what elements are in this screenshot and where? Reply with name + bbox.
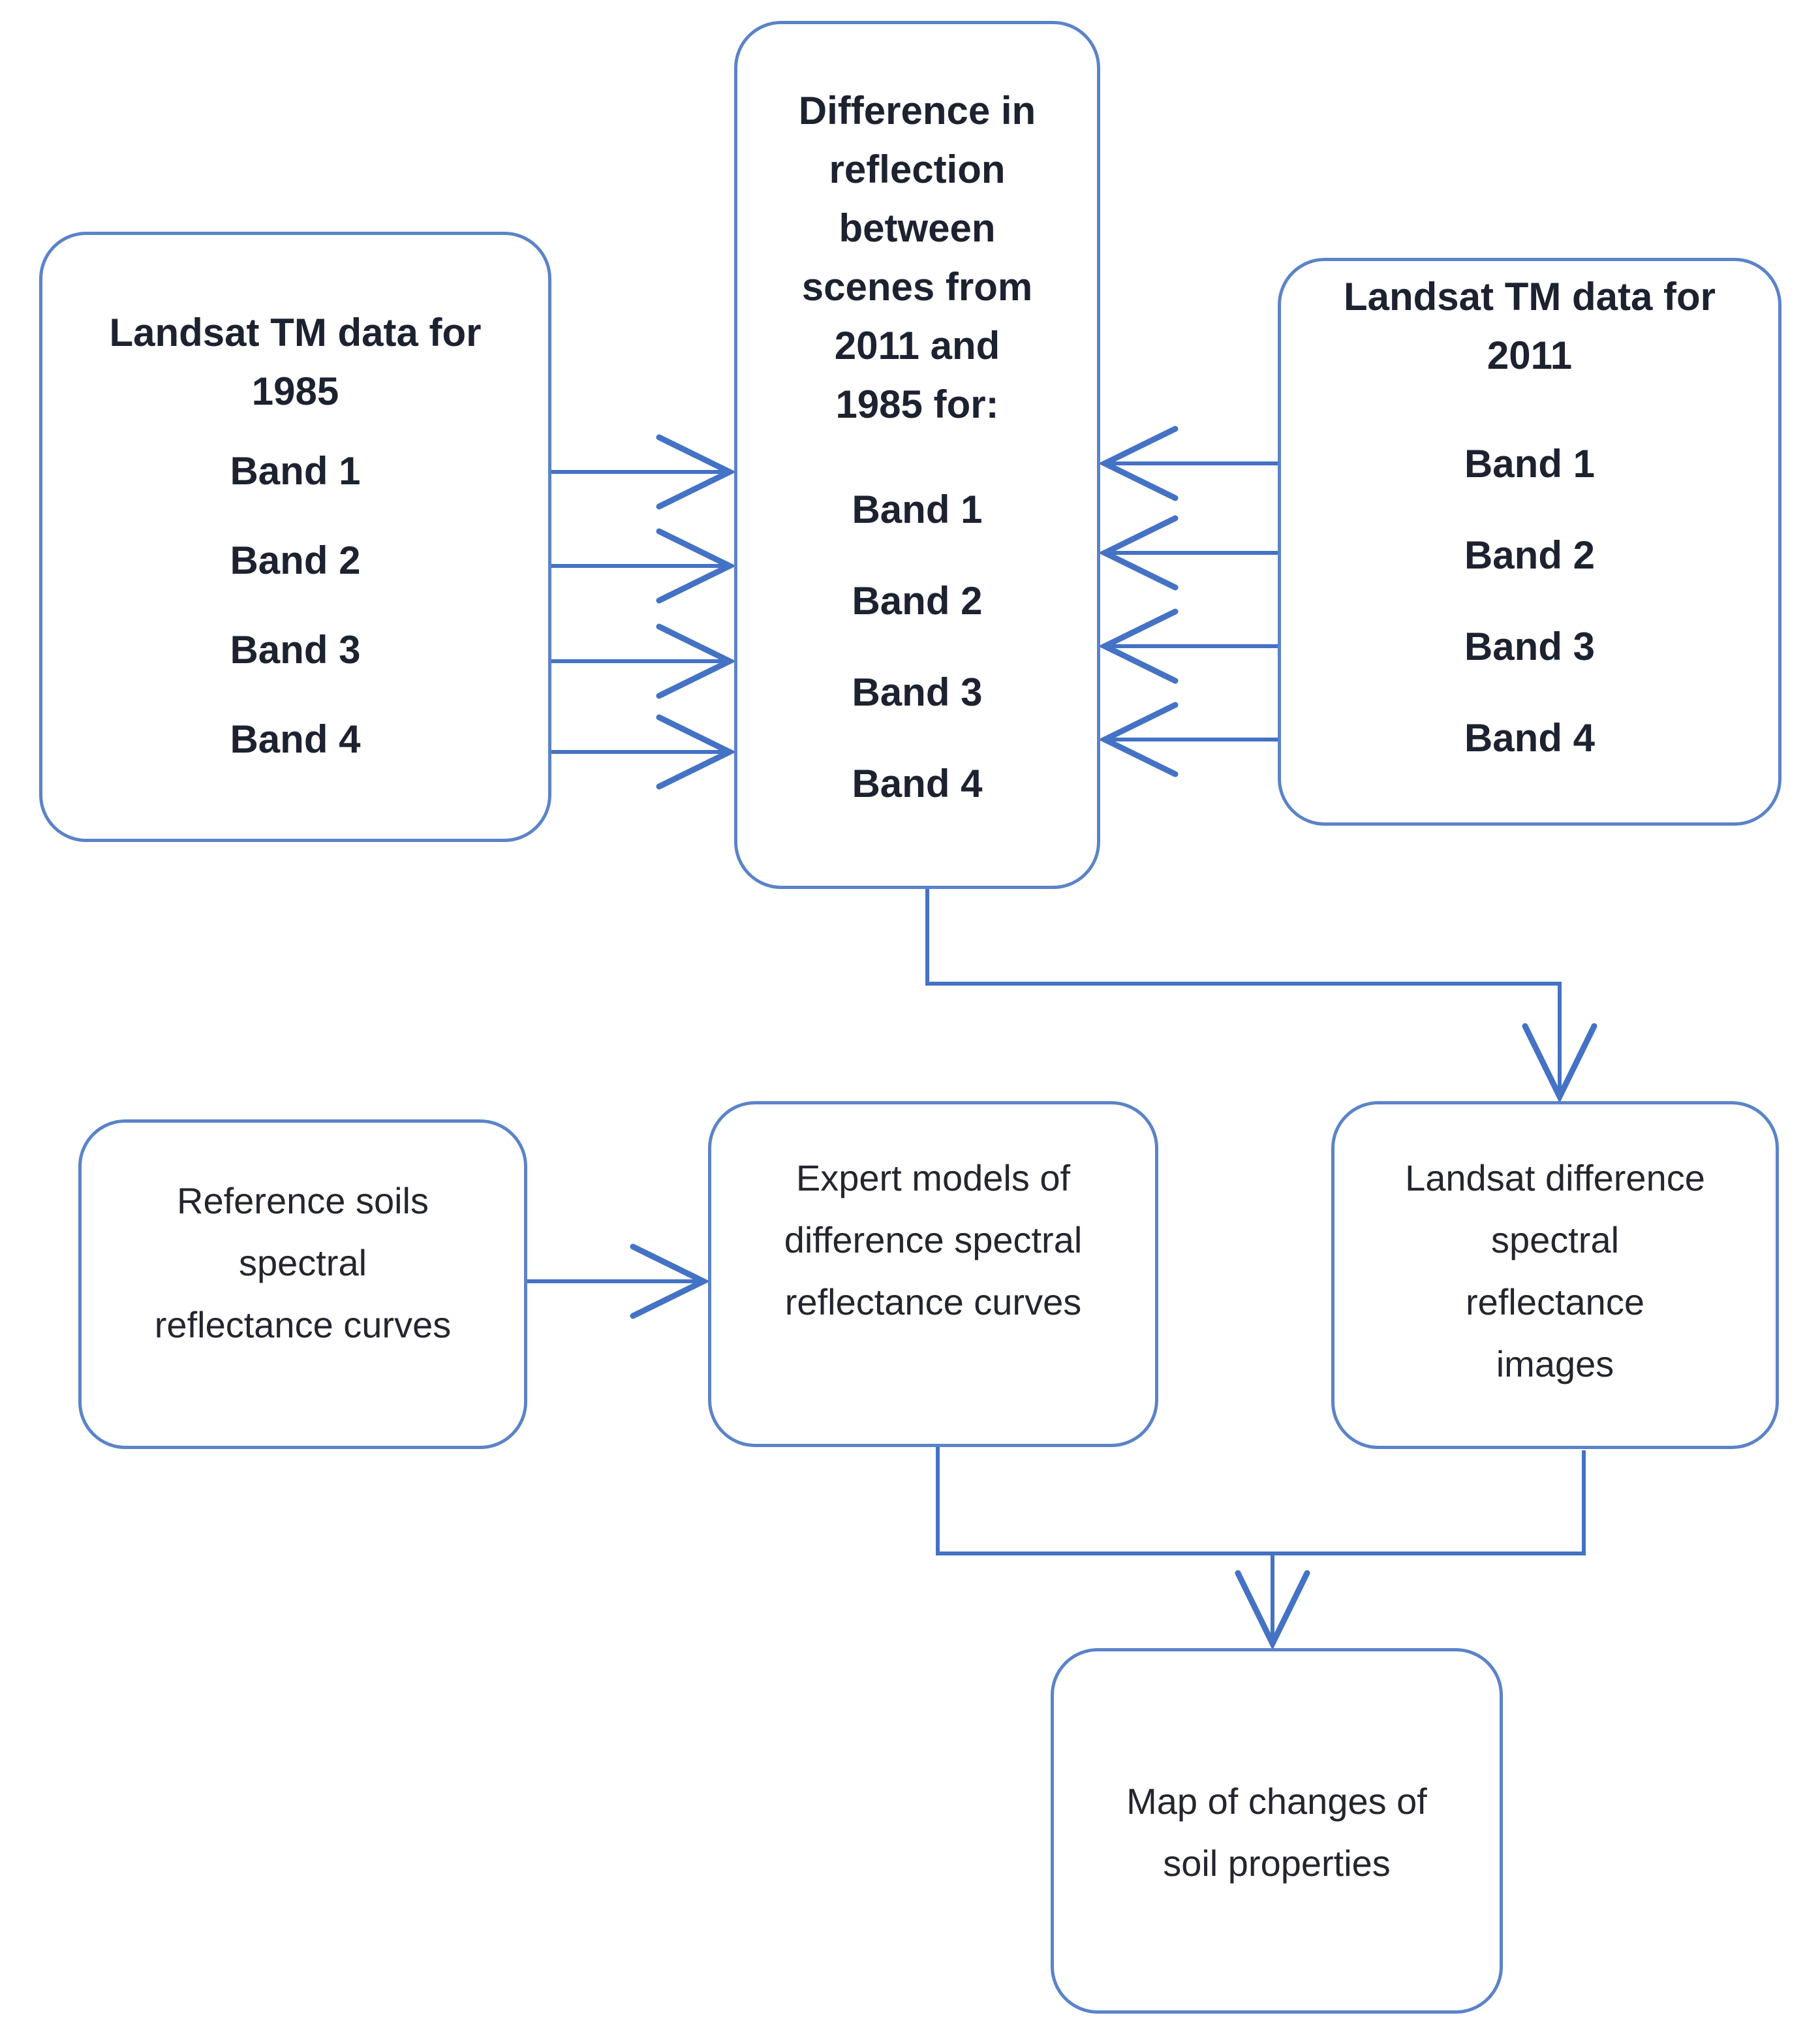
box-landsat-difference-images: Landsat difference spectral reflectance … — [1331, 1101, 1779, 1449]
text-line: Landsat difference — [1405, 1157, 1705, 1198]
band-label: Band 4 — [1464, 715, 1596, 760]
band-label: Band 1 — [230, 449, 361, 493]
text-line: reflectance curves — [784, 1281, 1082, 1322]
text-line: soil properties — [1163, 1843, 1391, 1884]
band-label: Band 3 — [852, 670, 983, 714]
band-list: Band 1 Band 2 Band 3 Band 4 — [1464, 418, 1595, 783]
box-landsat-2011: Landsat TM data for 2011 Band 1 Band 2 B… — [1278, 258, 1781, 826]
band-label: Band 1 — [852, 487, 983, 531]
band-label: Band 3 — [1464, 624, 1596, 668]
band-label: Band 3 — [230, 628, 361, 672]
connector-diff-to-images — [925, 889, 1560, 1097]
band-label: Band 2 — [230, 538, 361, 582]
title-line: 2011 and — [834, 324, 1000, 367]
title-line: Landsat TM data for — [109, 311, 482, 354]
box-landsat-2011-title: Landsat TM data for 2011 — [1344, 268, 1716, 385]
band-label: Band 2 — [1464, 533, 1596, 577]
title-line: scenes from — [801, 265, 1033, 309]
text-line: reflectance — [1466, 1281, 1644, 1322]
title-line: reflection — [829, 148, 1006, 191]
box-map-of-changes: Map of changes of soil properties — [1051, 1648, 1503, 2014]
box-difference-reflection: Difference in reflection between scenes … — [734, 21, 1100, 889]
text-line: Map of changes of — [1126, 1781, 1427, 1822]
text-line: Expert models of — [795, 1157, 1071, 1198]
box-landsat-1985-title: Landsat TM data for 1985 — [109, 304, 481, 421]
box-landsat-1985: Landsat TM data for 1985 Band 1 Band 2 B… — [39, 232, 551, 842]
title-line: Difference in — [798, 89, 1036, 133]
connector-join-bus — [936, 1447, 1586, 1555]
band-label: Band 4 — [230, 717, 361, 761]
text-line: spectral — [238, 1242, 367, 1283]
text-line: spectral — [1490, 1219, 1620, 1260]
title-line: 1985 for: — [835, 382, 999, 426]
text-line: reflectance curves — [154, 1304, 452, 1345]
band-list: Band 1 Band 2 Band 3 Band 4 — [852, 463, 982, 829]
band-label: Band 2 — [852, 578, 983, 623]
text-line: difference spectral — [784, 1219, 1083, 1260]
title-line: Landsat TM data for — [1343, 275, 1716, 319]
box-reference-soils: Reference soils spectral reflectance cur… — [78, 1119, 527, 1449]
title-line: between — [839, 206, 996, 250]
band-label: Band 1 — [1464, 441, 1596, 486]
text-line: images — [1496, 1343, 1614, 1384]
box-expert-models: Expert models of difference spectral ref… — [708, 1101, 1158, 1447]
title-line: 1985 — [251, 369, 339, 413]
title-line: 2011 — [1487, 334, 1573, 377]
band-list: Band 1 Band 2 Band 3 Band 4 — [230, 426, 360, 784]
text-line: Reference soils — [177, 1180, 429, 1221]
band-label: Band 4 — [852, 761, 983, 805]
box-difference-title: Difference in reflection between scenes … — [799, 82, 1036, 434]
